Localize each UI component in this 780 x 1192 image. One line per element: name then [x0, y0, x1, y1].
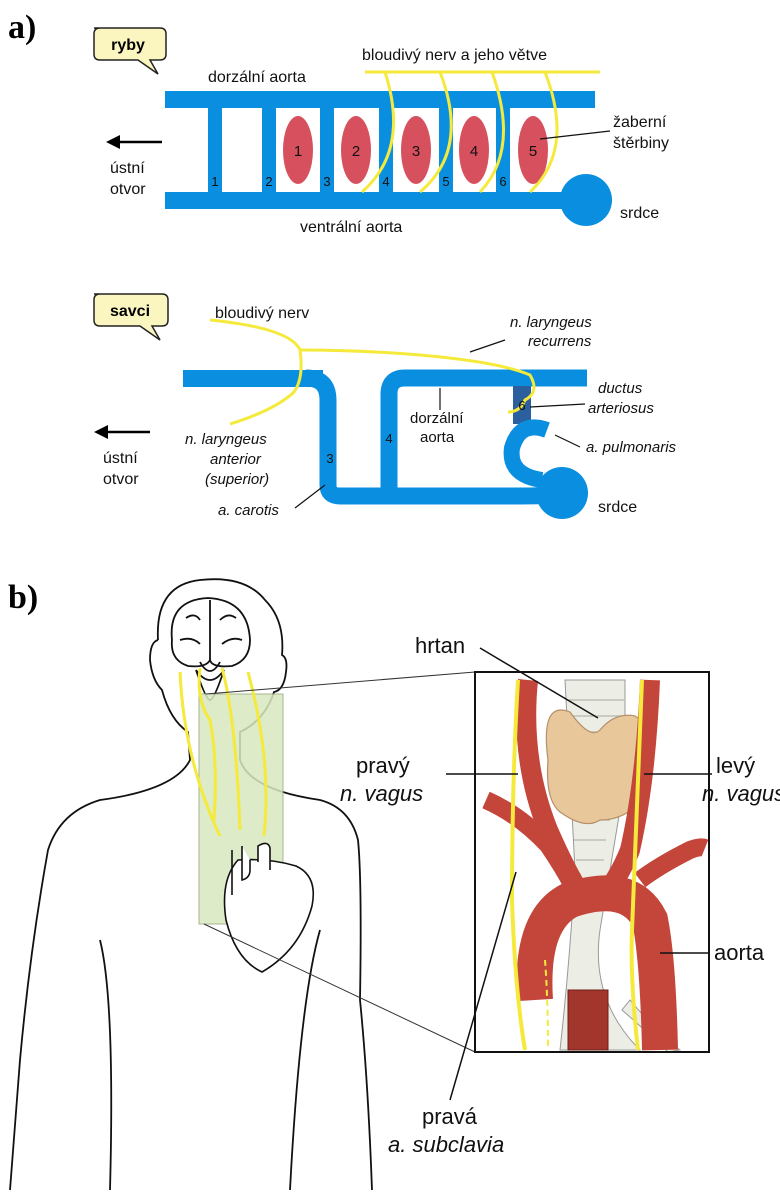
- mammal-badge: savci: [94, 294, 168, 340]
- anatomy-inset: [475, 672, 709, 1052]
- carotis-label: a. carotis: [218, 502, 279, 519]
- mammal-mouth-line2: otvor: [103, 471, 139, 488]
- fish-dorsal-label: dorzální aorta: [208, 69, 306, 86]
- aorta-label: aorta: [714, 940, 765, 965]
- fish-gill-leader: [540, 131, 610, 139]
- fish-arch-number: 1: [211, 174, 218, 189]
- fish-badge-label: ryby: [111, 37, 145, 54]
- subclavia-line2: a. subclavia: [388, 1132, 504, 1157]
- right-vagus-line2: n. vagus: [340, 781, 423, 806]
- fish-heart-label: srdce: [620, 205, 659, 222]
- left-vagus-line1: levý: [716, 753, 755, 778]
- zoom-line-bottom: [204, 924, 475, 1052]
- right-vagus-line1: pravý: [356, 753, 410, 778]
- mammal-badge-label: savci: [110, 303, 150, 320]
- fish-gill-label-line2: štěrbiny: [613, 135, 669, 152]
- mammal-arch-number: 4: [385, 431, 392, 446]
- fish-vagus-label: bloudivý nerv a jeho větve: [362, 47, 547, 64]
- zoom-line-top: [206, 672, 475, 694]
- mammal-mouth-arrow: [94, 425, 150, 439]
- ductus-leader: [530, 404, 585, 407]
- mammal-arch-number: 3: [326, 451, 333, 466]
- mammal-mouth-line1: ústní: [103, 450, 138, 467]
- anterior-label-line3: (superior): [205, 471, 269, 488]
- fish-arch-number: 6: [499, 174, 506, 189]
- mammal-heart: [536, 467, 588, 519]
- fish-arch-number: 2: [265, 174, 272, 189]
- fish-arch-number: 3: [323, 174, 330, 189]
- human-heart-sketch: [225, 843, 314, 972]
- mammal-dorsal-line1: dorzální: [410, 410, 464, 427]
- fish-ventral-label: ventrální aorta: [300, 219, 402, 236]
- mammal-heart-label: srdce: [598, 499, 637, 516]
- panel-label-a: a): [8, 9, 36, 46]
- subclavia-line1: pravá: [422, 1104, 478, 1129]
- recurrens-label-line1: n. laryngeus: [510, 314, 592, 331]
- ductus-label-line2: arteriosus: [588, 400, 654, 417]
- mammal-vagus-label: bloudivý nerv: [215, 305, 309, 322]
- human-figure: [10, 579, 372, 1190]
- pulmonary-artery-vessel: [512, 427, 547, 480]
- pulmonaris-leader: [555, 435, 580, 447]
- fish-mouth-line2: otvor: [110, 181, 146, 198]
- gill-number: 2: [352, 143, 360, 160]
- fish-arch-2: [262, 91, 276, 209]
- left-vagus-line2: n. vagus: [702, 781, 780, 806]
- larynx-label: hrtan: [415, 633, 465, 658]
- gill-number: 4: [470, 143, 478, 160]
- ductus-label-line1: ductus: [598, 380, 643, 397]
- anterior-label-line2: anterior: [210, 451, 262, 468]
- fish-mouth-line1: ústní: [110, 160, 145, 177]
- recurrens-label-line2: recurrens: [528, 333, 592, 350]
- pulmonaris-label: a. pulmonaris: [586, 439, 677, 456]
- fish-arch-1: [208, 91, 222, 209]
- gill-number: 1: [294, 143, 302, 160]
- fish-arch-3: [320, 91, 334, 209]
- gill-number: 5: [529, 143, 537, 160]
- fish-heart: [560, 174, 612, 226]
- fish-arch-number: 5: [442, 174, 449, 189]
- fish-badge: ryby: [94, 28, 166, 74]
- mammal-dorsal-line2: aorta: [420, 429, 455, 446]
- fish-gill-label-line1: žaberní: [613, 114, 667, 131]
- fish-arch-number: 4: [382, 174, 389, 189]
- gill-number: 3: [412, 143, 420, 160]
- fish-mouth-arrow: [106, 135, 162, 149]
- anterior-label-line1: n. laryngeus: [185, 431, 267, 448]
- recurrens-leader: [470, 340, 505, 352]
- carotis-leader: [295, 485, 325, 508]
- panel-label-b: b): [8, 579, 38, 616]
- mammal-arch-number: 6: [518, 398, 525, 413]
